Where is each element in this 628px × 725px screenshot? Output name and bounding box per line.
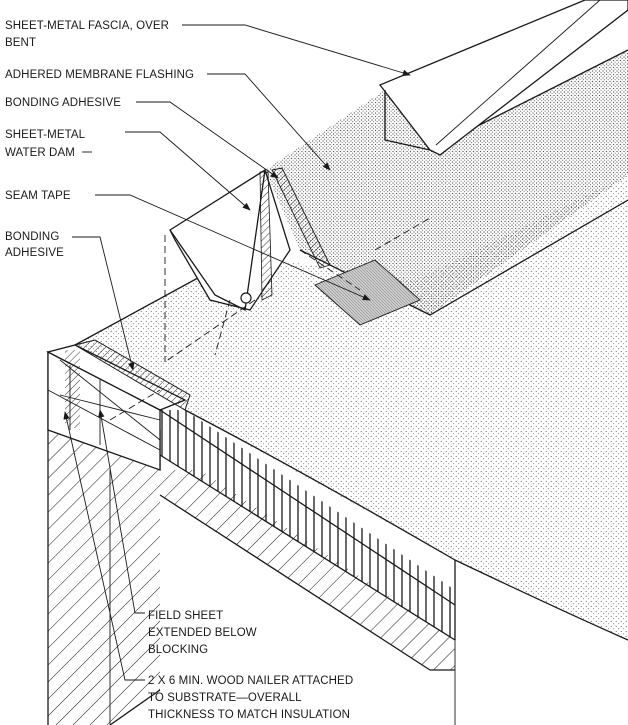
- label-nailer-line3: THICKNESS TO MATCH INSULATION: [148, 709, 350, 721]
- sheet-metal-fascia: [378, 0, 628, 156]
- bonding-adhesive-edge: [73, 339, 191, 411]
- label-membrane-flashing: ADHERED MEMBRANE FLASHING: [5, 69, 194, 81]
- label-water-dam-line1: SHEET-METAL: [5, 129, 86, 141]
- label-bonding-adhesive-line2: ADHESIVE: [5, 247, 64, 259]
- sheet-metal-water-dam: [169, 168, 291, 311]
- label-bonding-adhesive-top: BONDING ADHESIVE: [5, 97, 121, 109]
- callout-labels: SHEET-METAL FASCIA, OVER BENT ADHERED ME…: [5, 20, 353, 721]
- label-fascia-line2: BENT: [5, 37, 36, 49]
- hidden-lines: [109, 217, 431, 421]
- label-fascia-line1: SHEET-METAL FASCIA, OVER: [5, 20, 169, 32]
- label-nailer-line2: TO SUBSTRATE—OVERALL: [148, 692, 302, 704]
- insulation-edge: [159, 409, 456, 641]
- label-bonding-adhesive-line1: BONDING: [5, 231, 59, 243]
- label-seam-tape: SEAM TAPE: [5, 190, 71, 202]
- bonding-adhesive-upper: [271, 167, 331, 269]
- label-field-sheet-line1: FIELD SHEET: [148, 610, 223, 622]
- label-field-sheet-line3: BLOCKING: [148, 644, 208, 656]
- leader-lines: [63, 24, 411, 681]
- seam-tape: [314, 259, 421, 326]
- label-water-dam-line2: WATER DAM: [5, 147, 75, 159]
- wall-substrate: [47, 352, 456, 725]
- label-nailer-line1: 2 X 6 MIN. WOOD NAILER ATTACHED: [148, 675, 353, 687]
- label-field-sheet-line2: EXTENDED BELOW: [148, 627, 257, 639]
